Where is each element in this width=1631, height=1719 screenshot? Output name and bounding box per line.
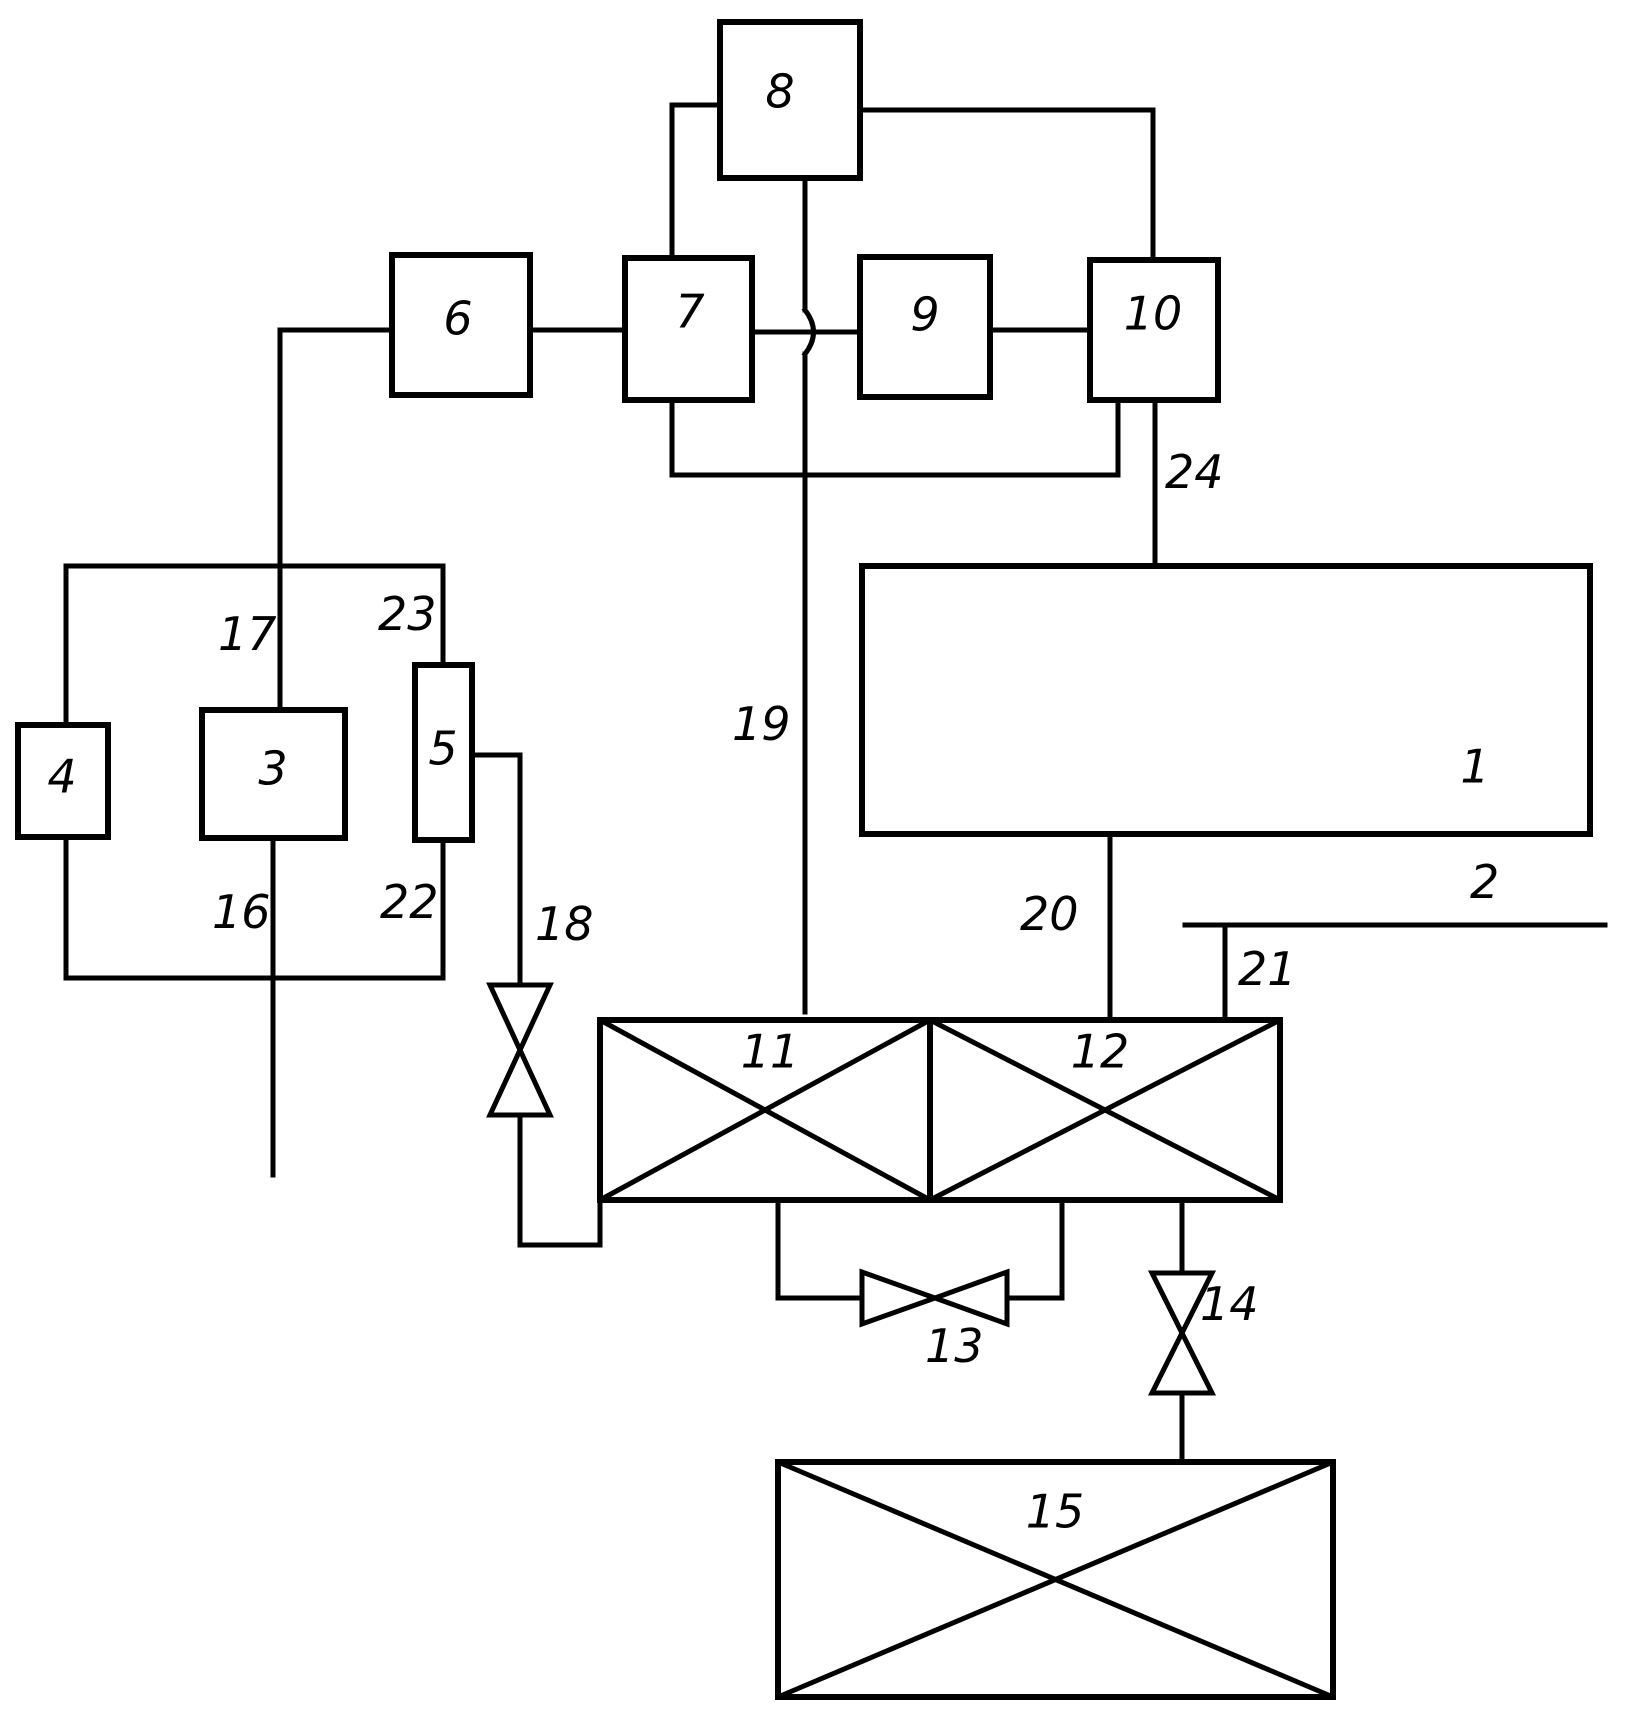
line-17 xyxy=(280,330,392,708)
block-4-label: 4 xyxy=(47,750,76,804)
block-4: 4 xyxy=(18,725,108,837)
block-11-label: 11 xyxy=(741,1025,800,1079)
block-6-label: 6 xyxy=(443,292,472,346)
line-22-label: 22 xyxy=(380,875,439,929)
block-11: 11 xyxy=(600,1020,930,1200)
block-1: 1 xyxy=(862,566,1590,834)
link-7-10-bottom xyxy=(672,400,1118,475)
line-18-label: 18 xyxy=(535,897,594,951)
block-6: 6 xyxy=(392,255,530,395)
link-8-7 xyxy=(672,105,717,255)
bypass-right xyxy=(1007,1200,1062,1298)
valve-18 xyxy=(490,985,550,1115)
valve-13: 13 xyxy=(862,1272,1007,1373)
valve-14-label: 14 xyxy=(1200,1277,1259,1331)
line-21-label: 21 xyxy=(1238,942,1297,996)
line-23-label: 23 xyxy=(378,587,437,641)
link-valve-18-11 xyxy=(520,1115,600,1245)
block-5: 5 xyxy=(415,665,472,840)
block-10: 10 xyxy=(1090,260,1218,400)
block-7-label: 7 xyxy=(675,285,704,339)
block-12-label: 12 xyxy=(1071,1025,1130,1079)
block-9: 9 xyxy=(860,257,990,397)
line-18 xyxy=(472,755,520,985)
line-17-label: 17 xyxy=(218,607,277,661)
block-12: 12 xyxy=(930,1020,1280,1200)
bypass-left xyxy=(778,1200,862,1298)
valve-14: 14 xyxy=(1152,1273,1259,1393)
valve-13-label: 13 xyxy=(925,1319,984,1373)
line-19-label: 19 xyxy=(732,697,791,751)
block-3-label: 3 xyxy=(258,742,287,796)
block-10-label: 10 xyxy=(1124,287,1183,341)
block-8-label: 8 xyxy=(765,65,794,119)
block-3: 3 xyxy=(202,710,345,838)
block-9-label: 9 xyxy=(910,288,939,342)
block-5-label: 5 xyxy=(428,722,457,776)
block-15-label: 15 xyxy=(1026,1485,1085,1539)
line-16-label: 16 xyxy=(212,885,271,939)
block-7: 7 xyxy=(625,258,752,400)
line-2-label: 2 xyxy=(1470,855,1499,909)
line-20-label: 20 xyxy=(1020,887,1079,941)
block-1-label: 1 xyxy=(1460,740,1489,794)
block-8: 8 xyxy=(720,22,860,178)
block-15: 15 xyxy=(778,1462,1333,1697)
link-8-10 xyxy=(862,110,1153,260)
line-24-label: 24 xyxy=(1165,445,1224,499)
